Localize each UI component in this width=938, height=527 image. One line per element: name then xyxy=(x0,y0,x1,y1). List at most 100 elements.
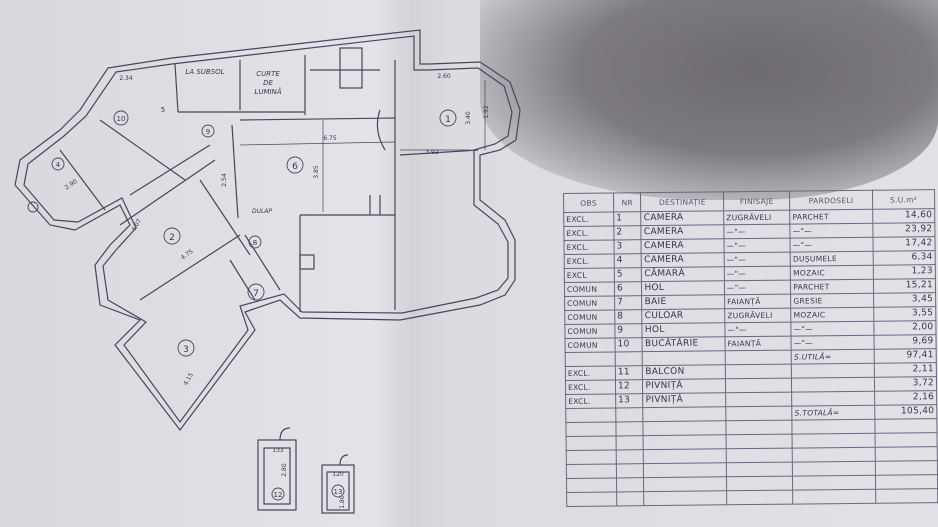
cell-pardoseli xyxy=(791,363,875,379)
empty-cell xyxy=(875,474,938,490)
cell-su: 3,55 xyxy=(873,306,936,322)
cell-pardoseli: DUȘUMELE xyxy=(790,251,874,267)
empty-cell xyxy=(616,449,644,464)
cell-pardoseli xyxy=(791,391,875,407)
header-su: S.U.m² xyxy=(872,189,935,210)
cell-destinatie: CAMERA xyxy=(641,238,725,254)
cell-pardoseli xyxy=(791,377,875,393)
cell-nr: 12 xyxy=(615,379,644,394)
cell-finisaje xyxy=(725,350,792,365)
cell-destinatie xyxy=(643,406,726,422)
header-pardoseli: PARDOSELI xyxy=(789,190,873,211)
cell-obs: COMUN xyxy=(564,323,615,339)
cell-su: 97,41 xyxy=(873,348,937,364)
dim-3-92: 3.92 xyxy=(425,149,439,156)
dim-6-75: 6.75 xyxy=(323,135,337,142)
dim-4-75: 4.75 xyxy=(180,248,195,262)
room-number-7: 7 xyxy=(253,289,259,299)
empty-cell xyxy=(726,462,793,477)
empty-cell xyxy=(875,488,938,504)
cell-nr: 7 xyxy=(614,295,643,310)
cell-finisaje: —"— xyxy=(723,238,791,253)
cell-finisaje: ZUGRĂVELI xyxy=(723,210,791,225)
cell-finisaje: —"— xyxy=(723,224,791,239)
cell-obs: EXCL. xyxy=(564,253,615,269)
cell-destinatie: CULOAR xyxy=(642,308,725,324)
empty-cell xyxy=(726,434,793,449)
empty-cell xyxy=(792,475,876,491)
cell-destinatie: PIVNIȚĂ xyxy=(643,392,726,408)
empty-cell xyxy=(792,461,876,477)
cell-nr: 4 xyxy=(614,253,642,268)
dim-3-85: 3.85 xyxy=(313,165,320,179)
empty-cell xyxy=(566,449,617,465)
cell-pardoseli: MOZAIC xyxy=(790,307,874,323)
empty-cell xyxy=(566,463,617,479)
empty-cell xyxy=(615,421,644,436)
cell-pardoseli: —"— xyxy=(791,335,874,351)
cell-finisaje: FAIANȚĂ xyxy=(724,294,791,309)
cell-nr: 5 xyxy=(614,267,642,282)
cellar-12 xyxy=(257,427,297,511)
empty-cell xyxy=(726,448,793,463)
cell-obs: EXCL. xyxy=(565,393,616,409)
header-nr: NR xyxy=(613,192,642,212)
cell-destinatie: CAMERA xyxy=(641,252,725,268)
cell-obs: COMUN xyxy=(564,309,615,325)
dim-2-54: 2.54 xyxy=(221,173,228,187)
cell-destinatie: CAMERA xyxy=(641,224,724,240)
room-number-6: 6 xyxy=(292,162,298,172)
dim-1-92: 1.92 xyxy=(483,105,490,119)
dim-2-80: 2.80 xyxy=(281,463,288,477)
cell-obs: COMUN xyxy=(564,281,615,297)
empty-cell xyxy=(643,448,727,464)
cell-su: 3,45 xyxy=(873,292,936,308)
empty-cell xyxy=(566,435,617,451)
label-curte-1: CURTE xyxy=(256,70,280,78)
cell-finisaje xyxy=(725,378,792,393)
empty-cell xyxy=(643,462,727,478)
room-number-8: 8 xyxy=(253,239,257,247)
cell-obs: EXCL. xyxy=(563,225,614,241)
cell-nr: 13 xyxy=(615,393,644,408)
empty-cell xyxy=(874,418,938,434)
cell-finisaje: —"— xyxy=(724,322,792,337)
cell-pardoseli: MOZAIC xyxy=(790,265,874,281)
empty-cell xyxy=(874,446,938,462)
cell-nr: 10 xyxy=(614,337,643,352)
empty-cell xyxy=(643,434,727,450)
cell-nr: 8 xyxy=(614,309,643,324)
header-obs: OBS xyxy=(563,192,614,213)
empty-cell xyxy=(726,476,793,491)
cell-destinatie: BUCĂTĂRIE xyxy=(642,336,726,352)
cell-pardoseli: S.UTILĂ= xyxy=(791,349,875,365)
dim-2-90: 2.90 xyxy=(64,178,79,192)
cell-su: 2,16 xyxy=(874,390,937,406)
cell-su: 14,60 xyxy=(872,208,935,224)
room-number-2: 2 xyxy=(169,233,175,243)
cell-finisaje xyxy=(725,392,792,407)
cell-su: 23,92 xyxy=(872,222,935,238)
cell-su: 15,21 xyxy=(873,278,936,294)
empty-cell xyxy=(725,420,793,435)
cell-obs: COMUN xyxy=(564,295,615,311)
room-number-9: 9 xyxy=(206,128,210,136)
label-curte-2: DE xyxy=(263,79,273,87)
cell-finisaje: ZUGRĂVELI xyxy=(724,308,792,323)
empty-cell xyxy=(643,476,727,492)
cell-destinatie: CĂMARĂ xyxy=(641,266,725,282)
dim-4-15: 4.15 xyxy=(182,372,195,387)
label-dulap: DULAP xyxy=(252,208,272,215)
empty-cell xyxy=(566,491,617,507)
empty-cell xyxy=(874,432,938,448)
cell-pardoseli: S.TOTALĂ= xyxy=(791,405,875,421)
label-curte-3: LUMINĂ xyxy=(254,87,281,96)
room-circles xyxy=(27,109,457,501)
cell-su: 2,11 xyxy=(874,362,937,378)
cell-destinatie: HOL xyxy=(641,280,725,296)
cell-pardoseli: PARCHET xyxy=(790,279,874,295)
cell-obs: EXCL xyxy=(564,267,615,283)
empty-cell xyxy=(616,463,644,478)
cell-finisaje: —"— xyxy=(724,252,791,267)
